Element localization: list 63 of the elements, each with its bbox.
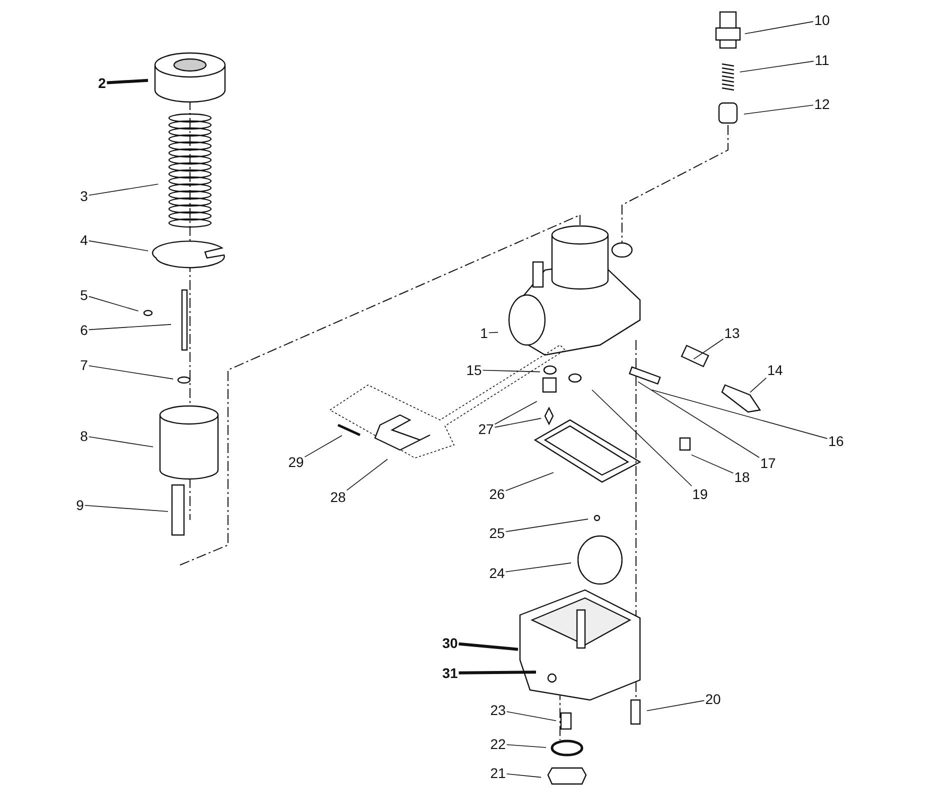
callout-number: 31 bbox=[441, 665, 459, 681]
callout-number: 18 bbox=[733, 469, 751, 485]
leader-line bbox=[691, 454, 734, 474]
leader-line bbox=[740, 60, 814, 72]
leader-line bbox=[106, 78, 148, 84]
leader-line bbox=[506, 744, 546, 748]
leader-line bbox=[88, 324, 172, 330]
leader-line bbox=[88, 240, 148, 252]
callout-number: 26 bbox=[488, 486, 506, 502]
callout-number: 23 bbox=[489, 702, 507, 718]
callout-number: 27 bbox=[477, 421, 495, 437]
callout-number: 3 bbox=[79, 188, 89, 204]
callout-number: 13 bbox=[723, 325, 741, 341]
leader-line bbox=[592, 389, 692, 486]
callout-number: 16 bbox=[827, 433, 845, 449]
leader-line bbox=[88, 184, 158, 196]
leader-line bbox=[88, 436, 154, 448]
callout-number: 14 bbox=[766, 362, 784, 378]
leader-line bbox=[505, 518, 588, 532]
callout-number: 9 bbox=[75, 497, 85, 513]
leader-line bbox=[506, 773, 542, 778]
leader-line bbox=[693, 338, 724, 360]
leader-line bbox=[494, 418, 542, 428]
leader-line bbox=[744, 21, 814, 34]
callout-number: 11 bbox=[814, 52, 830, 68]
leader-line bbox=[750, 378, 767, 393]
callout-number: 6 bbox=[79, 322, 89, 338]
callout-number: 7 bbox=[79, 357, 89, 373]
callout-number: 21 bbox=[489, 765, 507, 781]
callout-number: 5 bbox=[79, 287, 89, 303]
leader-line bbox=[88, 365, 174, 380]
callout-number: 25 bbox=[488, 525, 506, 541]
leader-line bbox=[458, 670, 536, 674]
leader-line bbox=[646, 700, 705, 712]
leader-line bbox=[494, 400, 538, 425]
callout-number: 24 bbox=[488, 565, 506, 581]
callout-number: 8 bbox=[79, 428, 89, 444]
callout-number: 19 bbox=[691, 486, 709, 502]
leader-line bbox=[506, 711, 557, 722]
leader-line bbox=[482, 370, 540, 372]
callout-number: 2 bbox=[97, 75, 107, 91]
leader-line bbox=[304, 435, 342, 458]
leader-line bbox=[505, 472, 554, 492]
callout-number: 22 bbox=[489, 736, 507, 752]
leader-line bbox=[88, 296, 139, 312]
leader-line bbox=[638, 381, 760, 458]
leader-line bbox=[651, 389, 828, 439]
callout-number: 12 bbox=[813, 96, 831, 112]
leader-line bbox=[84, 504, 168, 512]
leader-line bbox=[346, 458, 388, 491]
callout-number: 15 bbox=[465, 362, 483, 378]
leader-line bbox=[458, 642, 518, 651]
callout-number: 29 bbox=[287, 454, 305, 470]
callout-number: 1 bbox=[479, 325, 489, 341]
callout-number: 4 bbox=[79, 232, 89, 248]
callout-number: 30 bbox=[441, 635, 459, 651]
leader-line bbox=[744, 104, 814, 114]
callout-number: 20 bbox=[704, 691, 722, 707]
callout-number: 10 bbox=[813, 12, 831, 28]
callout-number: 28 bbox=[329, 489, 347, 505]
leader-line bbox=[488, 332, 498, 334]
leader-line bbox=[505, 562, 572, 572]
callout-number: 17 bbox=[759, 455, 777, 471]
